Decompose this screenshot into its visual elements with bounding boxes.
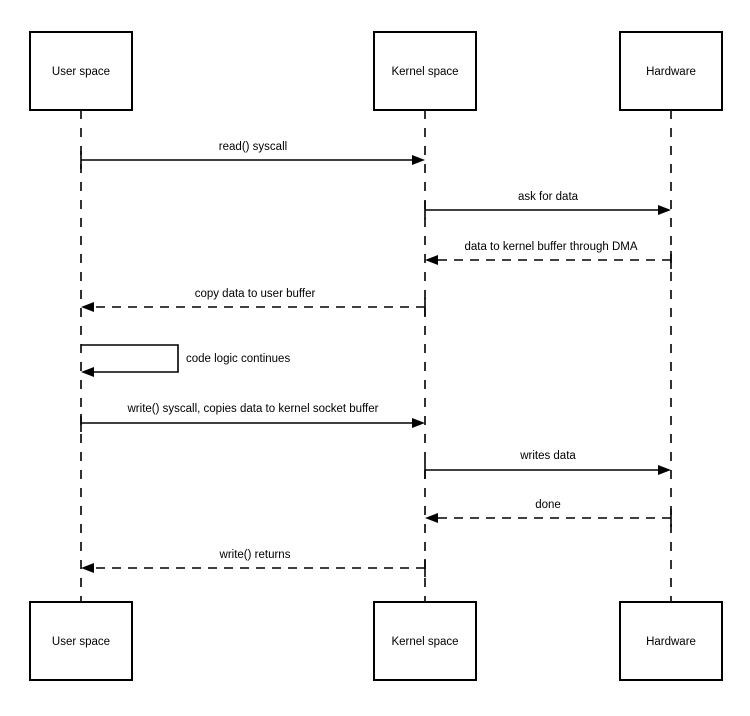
message-label-code-logic-continues: code logic continues: [186, 353, 290, 365]
participant-box-user-space-top[interactable]: User space: [29, 31, 133, 111]
participant-box-user-space-bottom[interactable]: User space: [29, 601, 133, 681]
message-write-returns[interactable]: write() returns: [81, 549, 426, 577]
arrowhead-right-icon: [658, 465, 671, 475]
participant-box-rect: [29, 601, 133, 681]
message-copy-data-to-user-buffer[interactable]: copy data to user buffer: [81, 288, 426, 316]
arrowhead-right-icon: [412, 155, 425, 165]
arrowhead-right-icon: [658, 205, 671, 215]
participant-label-user-space: User space: [52, 66, 110, 78]
message-label-read-syscall: read() syscall: [219, 141, 287, 153]
participant-box-rect: [373, 601, 477, 681]
lifelines-group: [80, 110, 672, 602]
participant-label-user-space: User space: [52, 636, 110, 648]
participant-label-kernel-space: Kernel space: [391, 66, 458, 78]
message-ask-for-data[interactable]: ask for data: [424, 191, 671, 219]
participant-label-hardware: Hardware: [646, 66, 696, 78]
participant-label-hardware: Hardware: [646, 636, 696, 648]
message-label-copy-data-to-user-buffer: copy data to user buffer: [195, 288, 316, 300]
arrowhead-left-icon: [425, 513, 438, 523]
participant-box-kernel-space-top[interactable]: Kernel space: [373, 31, 477, 111]
message-label-data-to-kernel-buffer: data to kernel buffer through DMA: [464, 241, 637, 253]
participant-box-rect: [619, 601, 723, 681]
arrowhead-left-icon: [81, 367, 94, 377]
participant-box-hardware-bottom[interactable]: Hardware: [619, 601, 723, 681]
message-label-write-returns: write() returns: [219, 549, 291, 561]
participant-box-kernel-space-bottom[interactable]: Kernel space: [373, 601, 477, 681]
participant-box-rect: [373, 31, 477, 111]
message-read-syscall[interactable]: read() syscall: [80, 141, 425, 169]
message-label-write-syscall: write() syscall, copies data to kernel s…: [127, 403, 379, 415]
message-label-writes-data: writes data: [519, 450, 576, 462]
bottom-participant-boxes: User space Kernel space Hardware: [29, 601, 723, 681]
participant-box-hardware-top[interactable]: Hardware: [619, 31, 723, 111]
arrowhead-left-icon: [425, 255, 438, 265]
top-participant-boxes: User space Kernel space Hardware: [29, 31, 723, 111]
message-label-ask-for-data: ask for data: [518, 191, 579, 203]
arrowhead-right-icon: [412, 418, 425, 428]
participant-label-kernel-space: Kernel space: [391, 636, 458, 648]
arrowhead-left-icon: [81, 563, 94, 573]
message-label-done: done: [535, 499, 561, 511]
message-data-to-kernel-buffer[interactable]: data to kernel buffer through DMA: [425, 241, 672, 269]
participant-box-rect: [619, 31, 723, 111]
arrowhead-left-icon: [81, 302, 94, 312]
participant-box-rect: [29, 31, 133, 111]
message-done[interactable]: done: [425, 499, 672, 527]
message-write-syscall[interactable]: write() syscall, copies data to kernel s…: [80, 403, 425, 432]
message-writes-data[interactable]: writes data: [424, 450, 671, 479]
self-call-path: [81, 344, 179, 373]
message-code-logic-continues[interactable]: code logic continues: [81, 344, 290, 377]
